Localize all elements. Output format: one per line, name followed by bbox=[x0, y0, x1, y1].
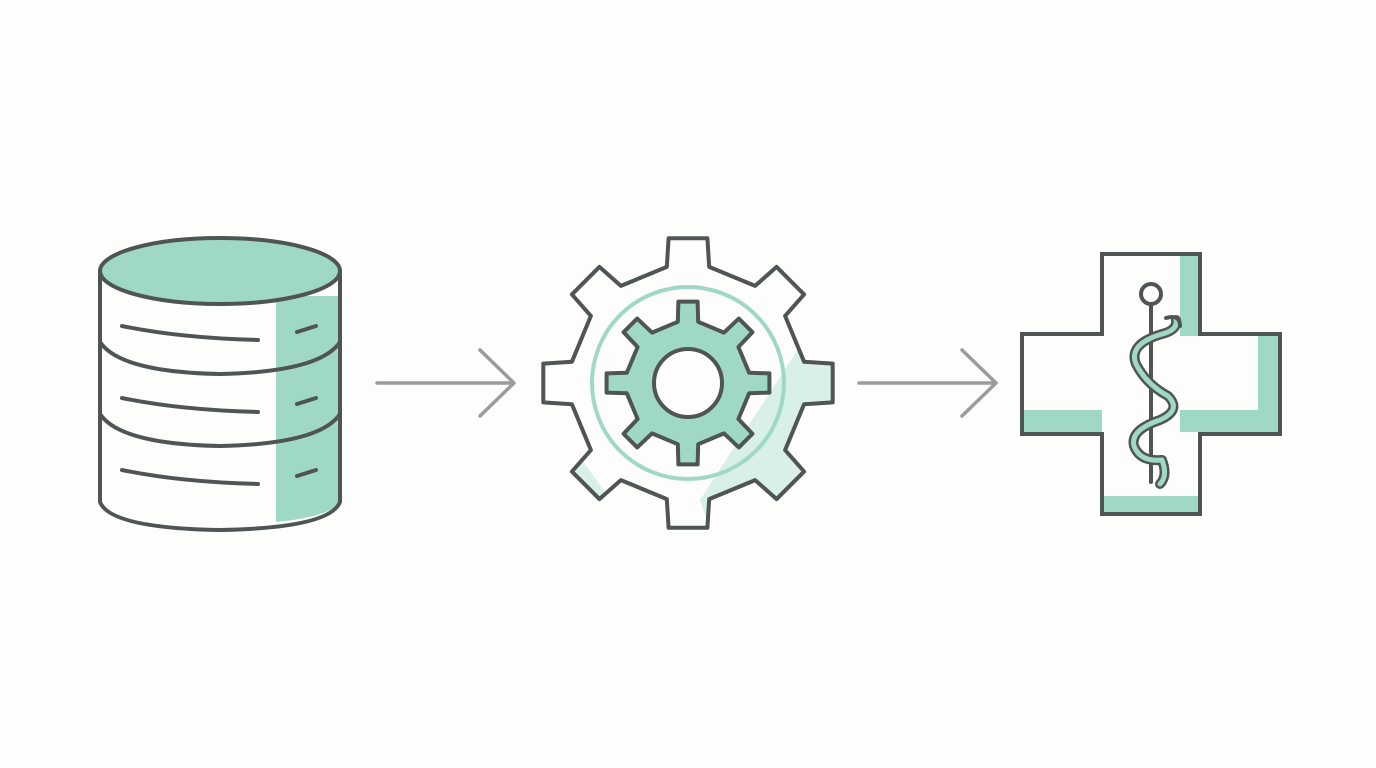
arrow-right-icon bbox=[375, 348, 516, 418]
database-icon bbox=[98, 236, 342, 532]
arrow-right-icon bbox=[857, 348, 998, 418]
medical-cross-icon bbox=[1020, 252, 1282, 516]
gear-icon bbox=[541, 236, 835, 530]
